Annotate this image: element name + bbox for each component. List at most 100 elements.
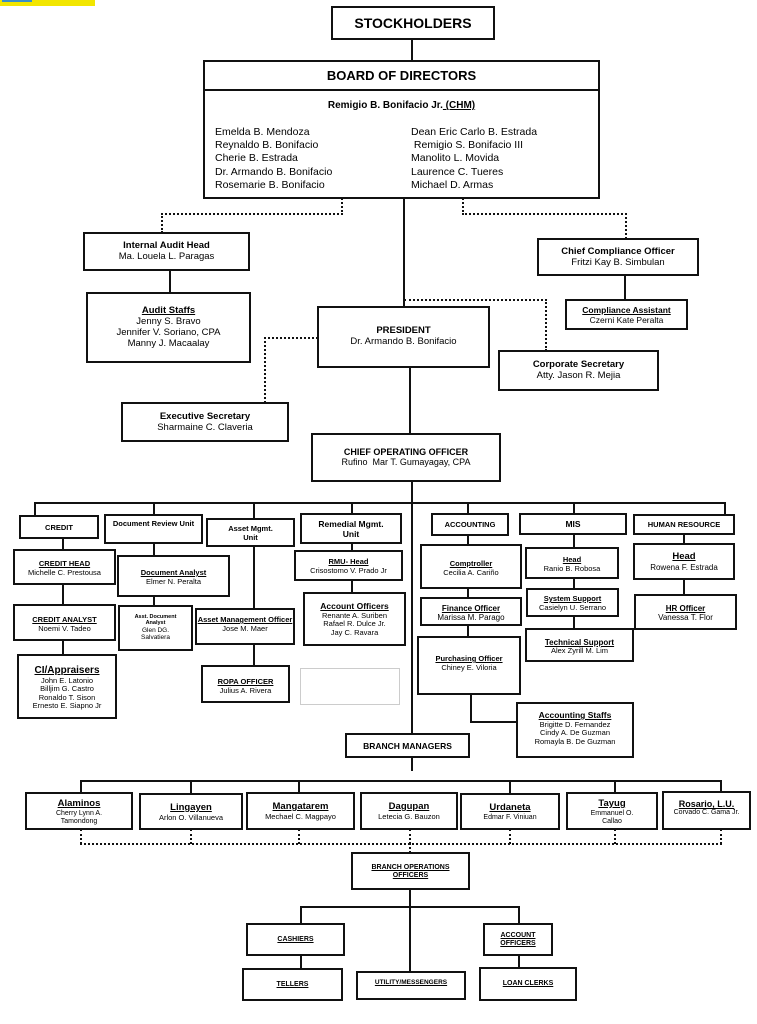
unit-accounting-box: ACCOUNTING [431, 513, 509, 536]
box-title: Asset Mgmt. Unit [228, 524, 273, 542]
box-title: OFFICERS [392, 872, 429, 880]
box-title: ACCOUNT [500, 932, 536, 939]
dotted-connector [264, 337, 318, 339]
asset-management-officer-box: Asset Management Officer Jose M. Maer [195, 608, 295, 645]
loan-clerks-box: LOAN CLERKS [479, 967, 577, 1001]
person-name: Glen DG. [141, 626, 170, 634]
person-name: Ernesto E. Siapno Jr [32, 701, 102, 711]
account-officers-box: Account Officers Renante A. Suriben Rafa… [303, 592, 406, 646]
connector [409, 889, 411, 974]
box-title: Purchasing Officer [435, 654, 503, 663]
person-name: Julius A. Rivera [219, 685, 272, 695]
board-member: Dean Eric Carlo B. Estrada [411, 126, 538, 138]
person-name: Noemi V. Tadeo [38, 623, 91, 633]
branch-urdaneta-box: Urdaneta Edmar F. Viniuan [460, 793, 560, 830]
connector [253, 644, 255, 666]
finance-officer-box: Finance Officer Marissa M. Parago [420, 597, 522, 626]
connector [80, 780, 82, 793]
person-name: Ronaldo T. Sison [38, 692, 96, 702]
branch-managers-box: BRANCH MANAGERS [345, 733, 470, 758]
person-name: Corvado C. Gama Jr. [673, 809, 740, 817]
dotted-connector [404, 299, 547, 301]
person-name: Tamondong [60, 817, 98, 825]
connector [467, 588, 469, 598]
box-title: System Support [543, 594, 602, 603]
mis-head-box: Head Ranio B. Robosa [525, 547, 619, 579]
hr-officer-box: HR Officer Vanessa T. Flor [634, 594, 737, 630]
box-title: BRANCH MANAGERS [363, 741, 452, 751]
box-title: Audit Staffs [141, 305, 196, 316]
board-member: Rosemarie B. Bonifacio [215, 178, 325, 191]
connector [470, 694, 472, 722]
board-chair-tag: (CHM) [442, 100, 476, 111]
branch-name: Urdaneta [489, 802, 531, 813]
person-name: Vanessa T. Flor [658, 613, 713, 623]
technical-support-box: Technical Support Alex Zyrill M. Lim [525, 628, 634, 662]
chief-operating-officer-box: CHIEF OPERATING OFFICER Rufino Mar T. Gu… [311, 433, 501, 482]
executive-secretary-box: Executive Secretary Sharmaine C. Claveri… [121, 402, 289, 442]
person-name: Czerni Kate Peralta [589, 314, 664, 325]
box-title: CHIEF OPERATING OFFICER [343, 447, 469, 457]
ropa-officer-box: ROPA OFFICER Julius A. Rivera [201, 665, 290, 703]
board-chair: Remigio B. Bonifacio Jr. (CHM) [205, 100, 598, 112]
person-name: Dr. Armando B. Bonifacio [350, 335, 457, 347]
box-title: UTILITY/MESSENGERS [374, 979, 448, 986]
dotted-connector [720, 829, 722, 844]
connector [573, 578, 575, 589]
person-name: Arlon O. Villanueva [158, 812, 224, 822]
board-members-left: Emelda B. Mendoza Reynaldo B. Bonifacio … [215, 126, 332, 192]
person-name: Salvatiera [141, 634, 170, 642]
box-title: Chief Compliance Officer [561, 246, 675, 257]
person-name: Romayla B. De Guzman [534, 737, 616, 747]
box-title: CI/Appraisers [34, 665, 100, 676]
box-title: PRESIDENT [376, 325, 431, 336]
connector [409, 367, 411, 434]
comptroller-box: Comptroller Cecilia A. Cariño [420, 544, 522, 589]
person-name: Marissa M. Parago [437, 613, 505, 623]
board-title: BOARD OF DIRECTORS [205, 62, 598, 91]
person-name: Chiney E. Viloria [441, 662, 497, 672]
unit-credit-box: CREDIT [19, 515, 99, 539]
board-member: Remigio S. Bonifacio III [411, 139, 524, 152]
dotted-connector [462, 213, 627, 215]
person-name: Jennifer V. Soriano, CPA [116, 326, 221, 338]
connector [298, 780, 300, 793]
connector [624, 275, 626, 300]
person-name: Ma. Louela L. Paragas [118, 250, 215, 262]
box-title: HUMAN RESOURCE [647, 520, 721, 529]
connector [573, 616, 575, 629]
box-title: ACCOUNTING [444, 520, 496, 529]
connector [411, 481, 413, 734]
branch-tayug-box: Tayug Emmanuel O. Callao [566, 792, 658, 830]
dotted-connector [264, 337, 266, 403]
box-title: CASHIERS [277, 936, 314, 943]
connector [509, 780, 511, 794]
dotted-connector [509, 829, 511, 844]
stockholders-title: STOCKHOLDERS [354, 15, 472, 31]
box-title: Accounting Staffs [538, 710, 612, 720]
connector [169, 270, 171, 293]
dotted-connector [409, 843, 411, 853]
utility-messengers-box: UTILITY/MESSENGERS [356, 971, 466, 1000]
connector [467, 625, 469, 637]
box-title: TELLERS [276, 981, 309, 988]
unit-document-review-box: Document Review Unit [104, 514, 203, 544]
corner-marker [0, 0, 95, 6]
branch-name: Lingayen [170, 802, 212, 813]
board-members-right: Dean Eric Carlo B. Estrada Remigio S. Bo… [411, 126, 537, 192]
dotted-connector [462, 198, 464, 212]
box-title: Remedial Mgmt. Unit [318, 519, 384, 539]
person-name: Emmanuel O. [590, 809, 634, 817]
person-name: Callao [602, 817, 622, 825]
box-title: Asset Management Officer [197, 615, 293, 624]
empty-faint-box [300, 668, 400, 705]
accounting-staffs-box: Accounting Staffs Brigitte D. Fernandez … [516, 702, 634, 758]
person-name: Mechael C. Magpayo [265, 811, 336, 821]
person-name: Jay C. Ravara [330, 628, 379, 638]
board-member: Michael D. Armas [411, 178, 494, 191]
connector [467, 502, 469, 514]
connector [300, 906, 302, 924]
person-name: Billjim G. Castro [40, 684, 94, 694]
dotted-connector [614, 829, 616, 844]
person-name: Alex Zyrill M. Lim [550, 646, 609, 656]
